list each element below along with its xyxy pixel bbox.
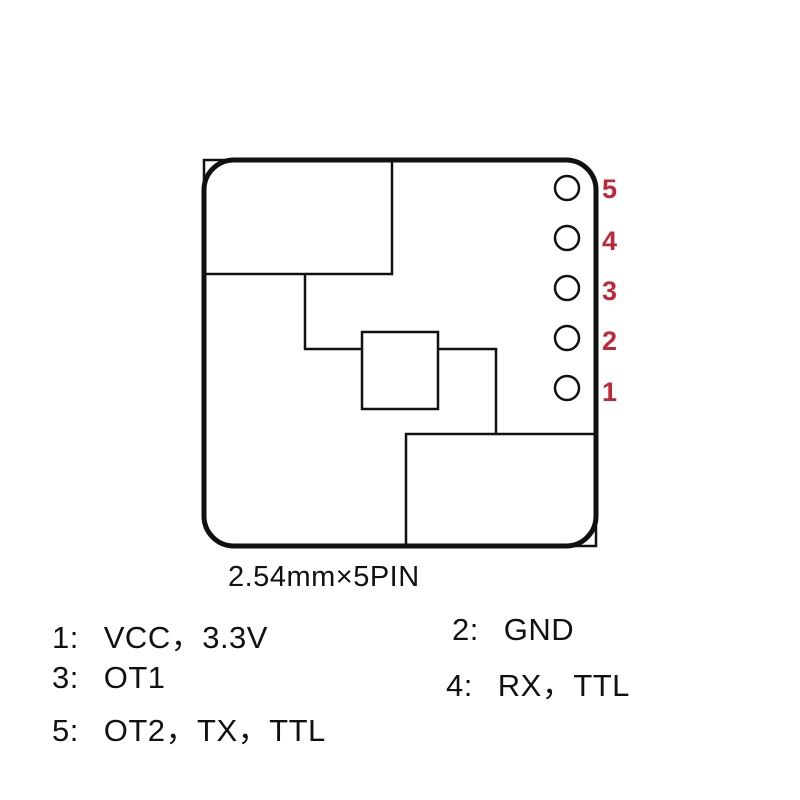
pin-2-label: 2 <box>602 326 617 356</box>
pin-1-label: 1 <box>602 377 617 407</box>
pin-3-pad <box>553 274 581 302</box>
pinout-description: VCC，3.3V <box>103 620 268 655</box>
pinout-separator: : <box>463 668 473 703</box>
pitch-caption: 2.54mm×5PIN <box>228 561 420 593</box>
pinout-entry-3: 3: OT1 <box>52 660 166 696</box>
pinout-number: 2 <box>452 612 470 647</box>
pinout-entry-5: 5: OT2，TX，TTL <box>52 705 326 750</box>
pinout-separator: : <box>69 620 79 655</box>
trace-right <box>438 347 498 434</box>
pinout-entry-4: 4: RX，TTL <box>446 660 630 705</box>
pinout-description: OT2，TX，TTL <box>103 713 326 748</box>
pinout-description: OT1 <box>103 660 166 695</box>
pinout-number: 1 <box>52 620 70 655</box>
pin-2-pad <box>553 324 581 352</box>
pinout-separator: : <box>69 660 79 695</box>
pin-1-pad <box>553 374 581 402</box>
pin-4-label: 4 <box>602 226 617 256</box>
pinout-separator: : <box>69 713 79 748</box>
pinout-entry-2: 2: GND <box>452 612 574 648</box>
pinout-entry-1: 1: VCC，3.3V <box>52 612 268 657</box>
pinout-description: GND <box>503 612 575 647</box>
board-outline <box>201 157 599 549</box>
pinout-number: 3 <box>52 660 70 695</box>
pinout-number: 5 <box>52 713 70 748</box>
pin-5-pad <box>553 174 581 202</box>
pinout-separator: : <box>469 612 479 647</box>
pin-4-pad <box>553 224 581 252</box>
pinout-description: RX，TTL <box>497 668 630 703</box>
pin-5-label: 5 <box>602 174 617 204</box>
pin-3-label: 3 <box>602 276 617 306</box>
pinout-number: 4 <box>446 668 464 703</box>
top-left-component <box>202 158 394 276</box>
bottom-right-component <box>404 432 598 548</box>
center-chip <box>360 330 440 411</box>
trace-left <box>303 274 362 351</box>
